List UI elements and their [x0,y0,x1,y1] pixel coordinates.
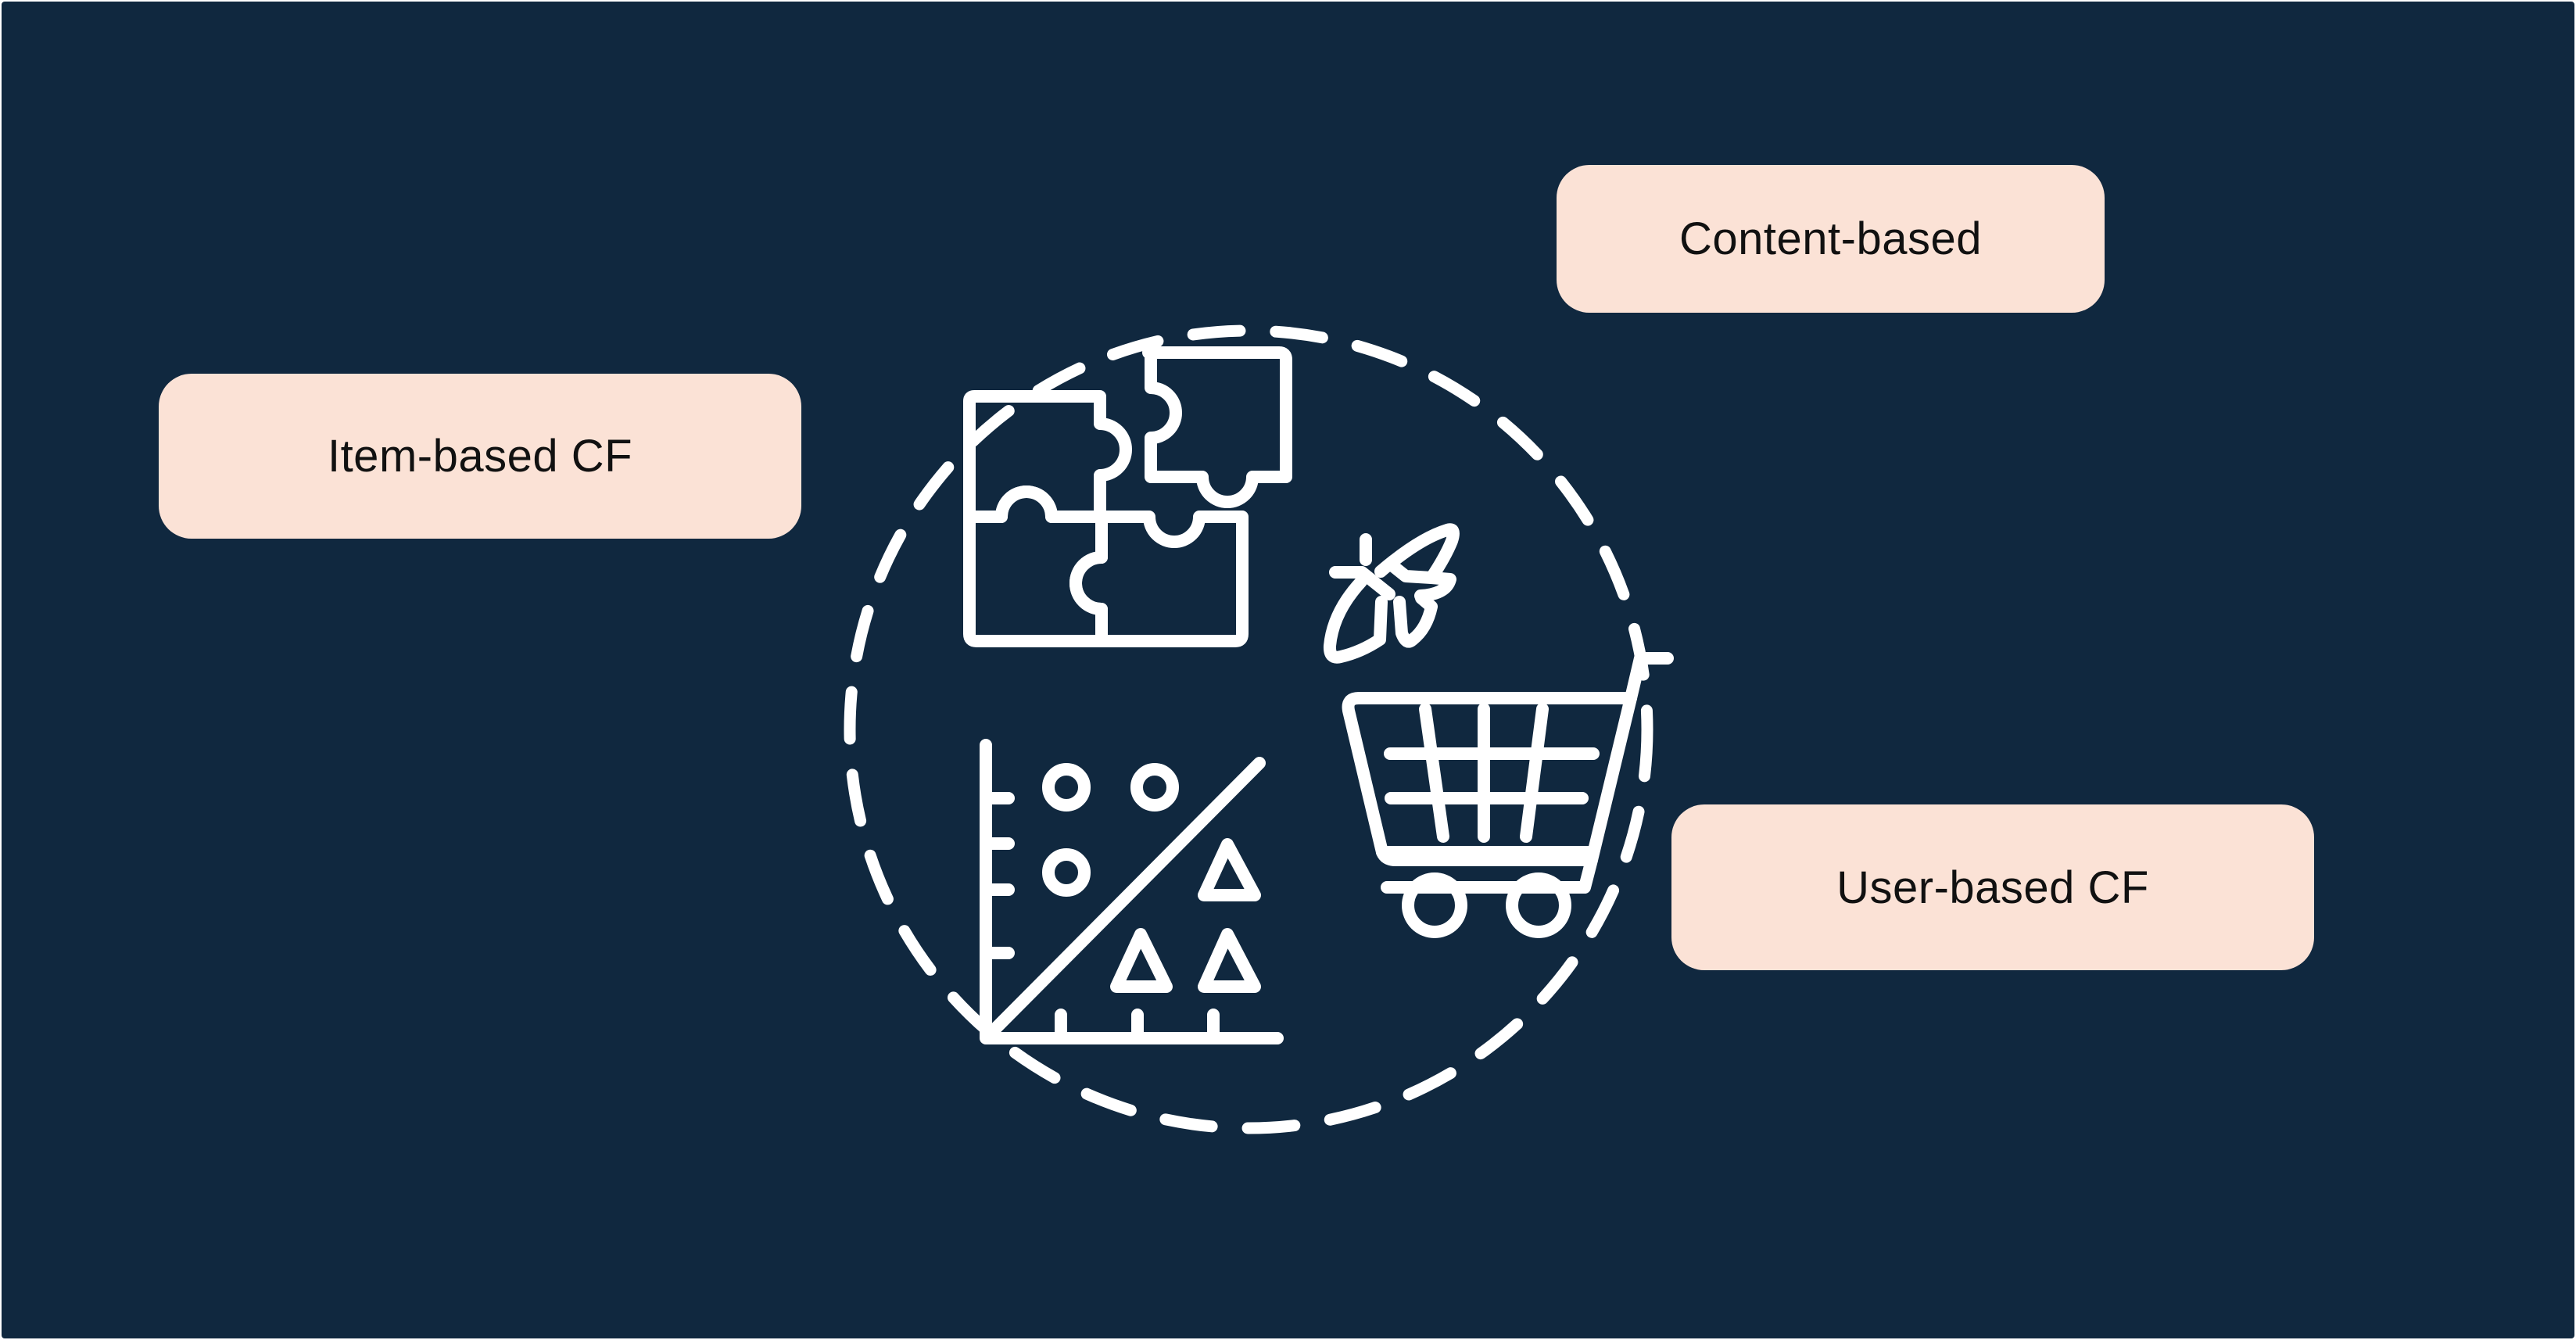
puzzle-pieces-icon [963,346,1292,647]
shopping-cart-icon [1342,652,1674,938]
content-based-label: Content-based [1679,213,1982,264]
scatter-chart-icon [980,739,1284,1044]
item-based-cf-label: Item-based CF [327,431,633,482]
user-based-cf-label-box: User-based CF [1671,804,2314,970]
leaf-icon [1323,523,1460,664]
content-based-label-box: Content-based [1557,165,2105,313]
dashed-ring [844,324,1653,1134]
user-based-cf-label: User-based CF [1836,862,2149,913]
item-based-cf-label-box: Item-based CF [159,374,801,539]
